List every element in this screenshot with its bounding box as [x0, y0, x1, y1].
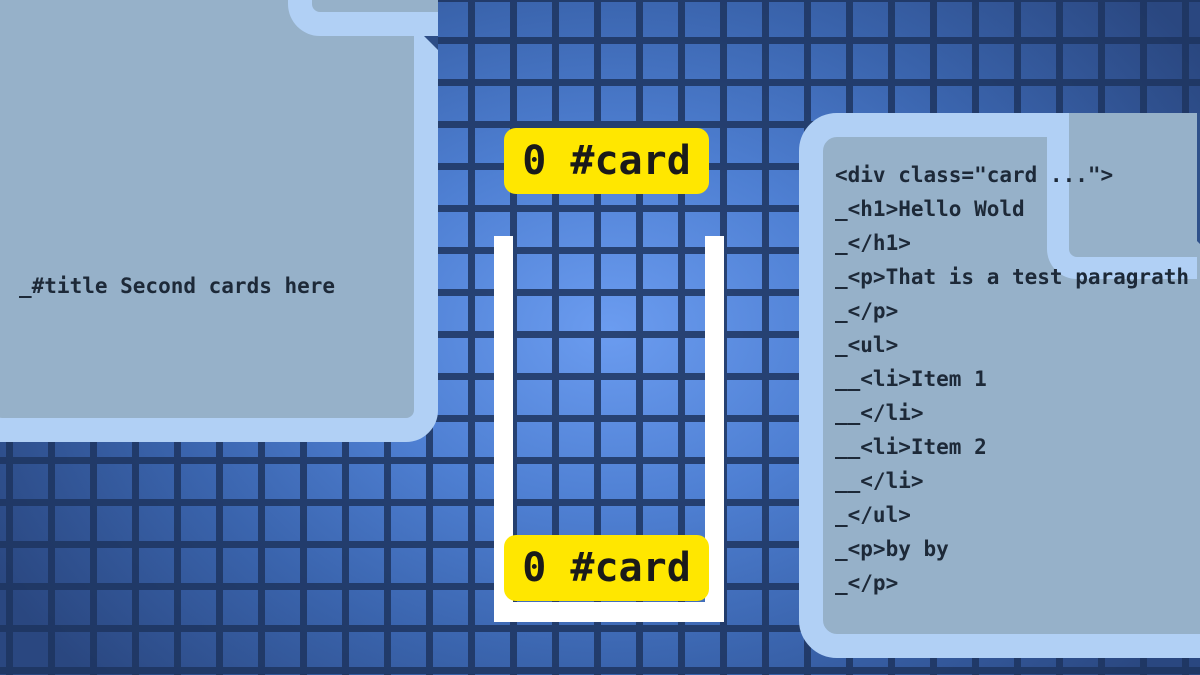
code-line: __</li>: [835, 469, 924, 493]
stack-floor: [494, 602, 724, 622]
code-line: _<h1>Hello Wold: [835, 197, 1025, 221]
code-line: __<li>Item 2: [835, 435, 987, 459]
code-line: __<li>Item 1: [835, 367, 987, 391]
code-line: _<ul>: [835, 333, 899, 357]
code-line: _<p>That is a test paragrath: [835, 265, 1190, 289]
right-document-fold: [1047, 113, 1197, 279]
code-line: _</p>: [835, 299, 899, 323]
top-card-label: 0 #card: [504, 128, 709, 194]
code-line: _<p>by by: [835, 537, 949, 561]
bottom-card-label: 0 #card: [504, 535, 709, 601]
stack-wall-left: [494, 236, 513, 622]
right-document: [799, 113, 1200, 658]
code-line: _</ul>: [835, 503, 911, 527]
code-line: <div class="card ...">: [835, 163, 1114, 187]
left-document: [0, 0, 438, 442]
code-listing: <div class="card ..."> _<h1>Hello Wold _…: [835, 160, 1189, 602]
code-line: __</li>: [835, 401, 924, 425]
code-line: _</h1>: [835, 231, 911, 255]
left-document-fold: [288, 0, 438, 36]
left-document-text: _#title Second cards here: [19, 274, 336, 298]
code-line: _</p>: [835, 571, 899, 595]
stack-wall-right: [705, 236, 724, 622]
